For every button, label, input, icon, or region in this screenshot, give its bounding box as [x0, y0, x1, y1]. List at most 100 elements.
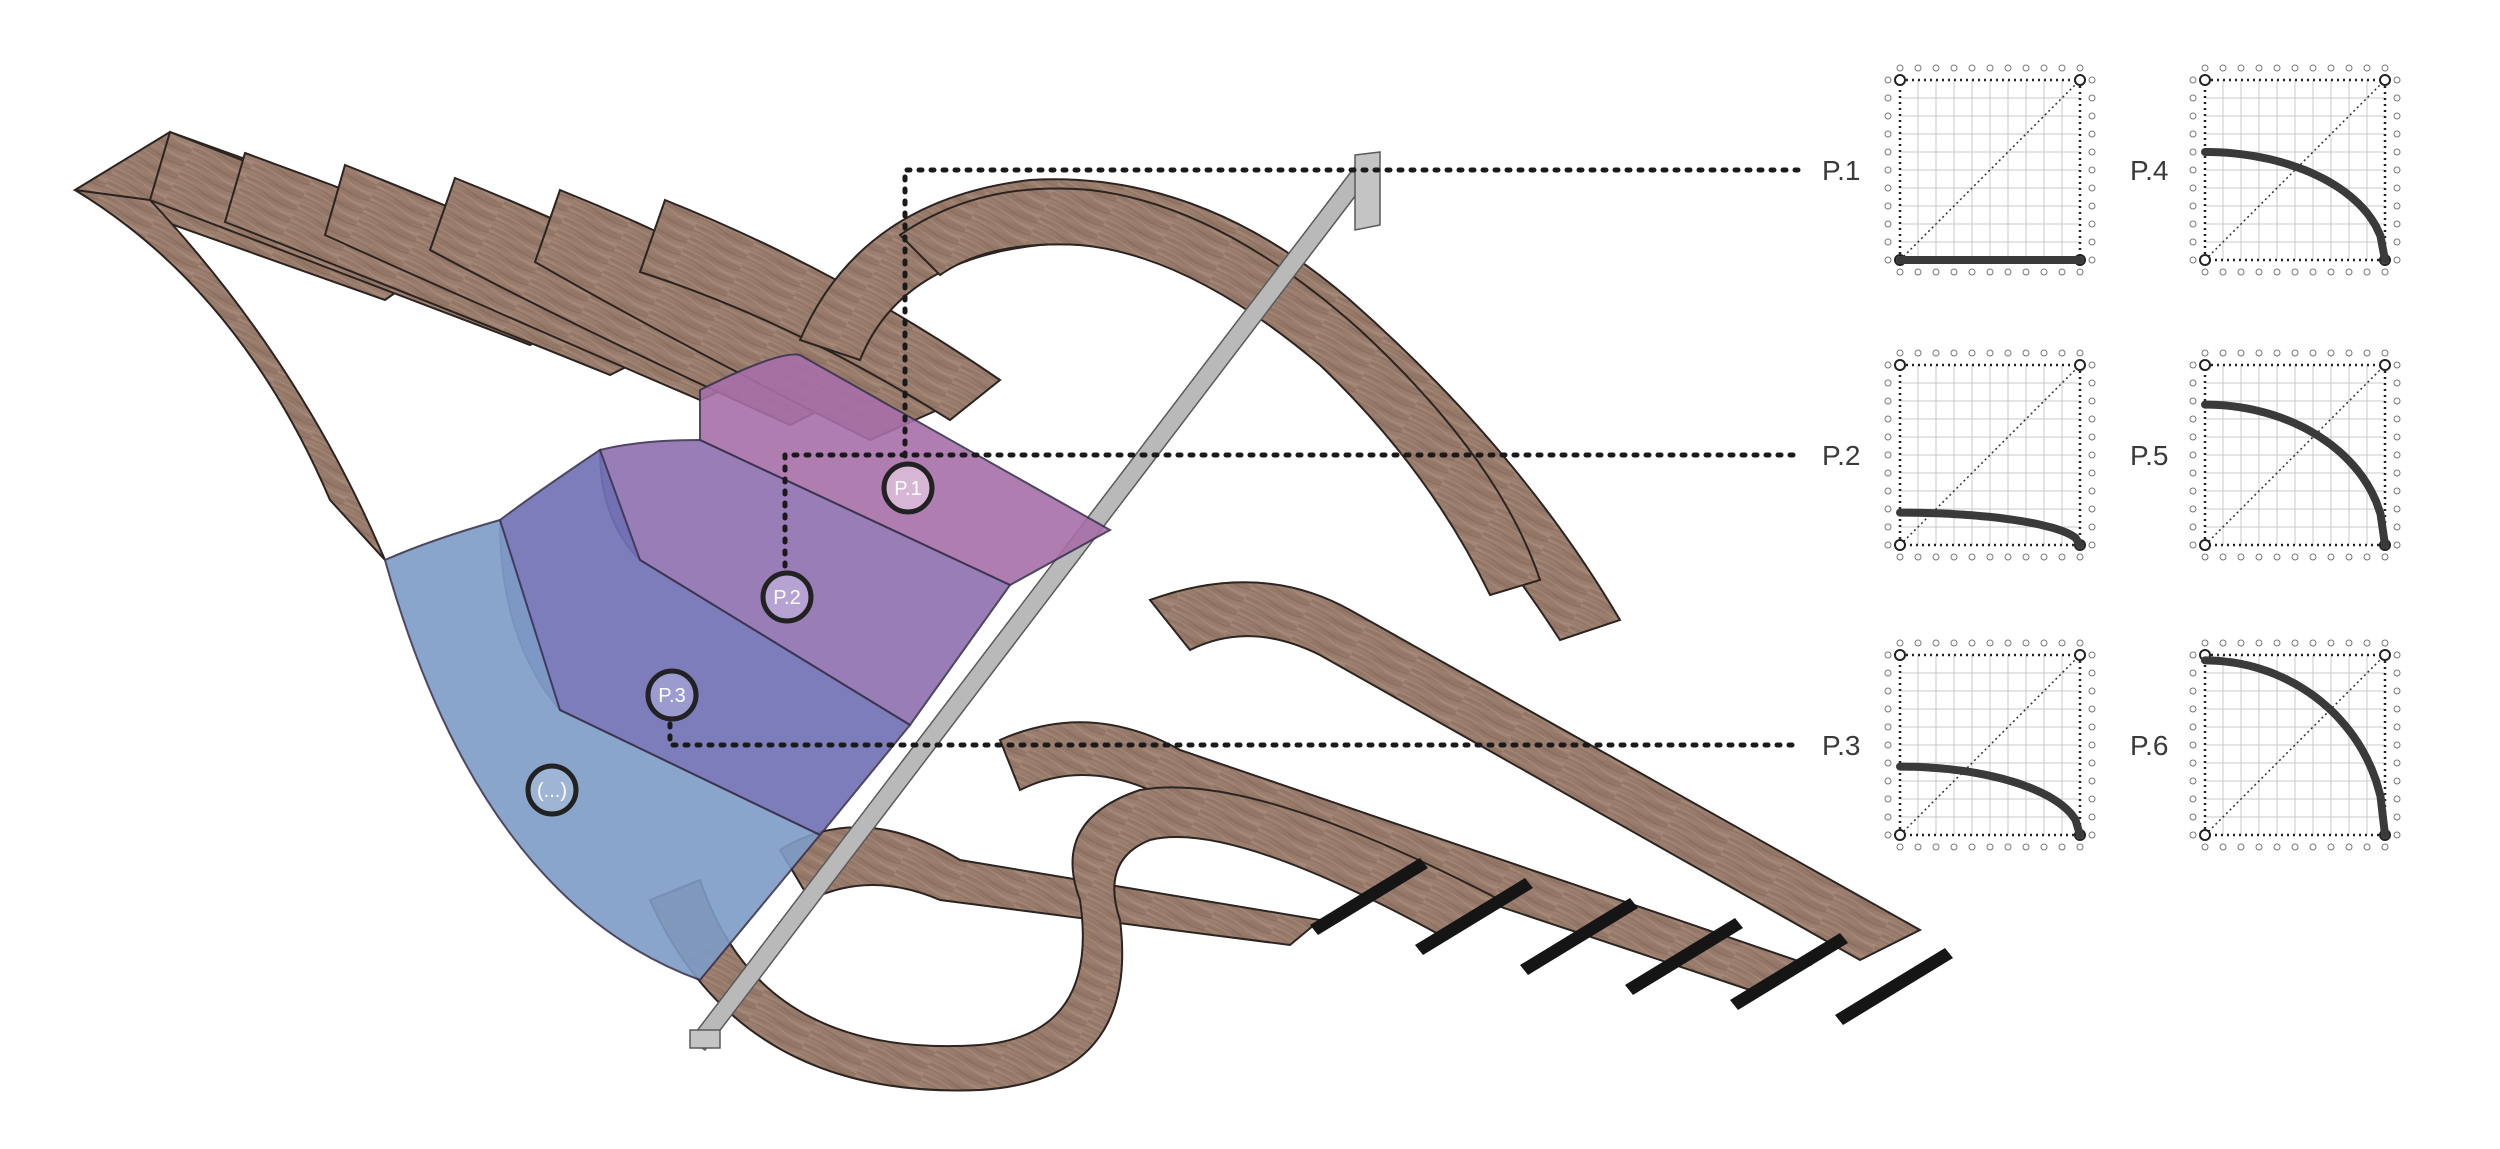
handle-circle — [1884, 741, 1892, 749]
handle-circle — [2088, 361, 2096, 369]
handle-circle — [2004, 639, 2012, 647]
handle-circle — [1884, 166, 1892, 174]
handle-circle — [2189, 415, 2197, 423]
handle-circle — [2393, 202, 2401, 210]
handle-circle — [1914, 843, 1922, 851]
handle-circle — [2004, 843, 2012, 851]
handle-circle — [2393, 220, 2401, 228]
handle-circle — [2189, 505, 2197, 513]
handle-circle — [2309, 268, 2317, 276]
handle-circle — [2088, 202, 2096, 210]
handle-circle — [2393, 76, 2401, 84]
corner-anchor — [2379, 359, 2391, 371]
handle-circle — [2004, 553, 2012, 561]
handle-circle — [2201, 843, 2209, 851]
leader-line-p1 — [902, 167, 1803, 483]
handle-circle — [2058, 553, 2066, 561]
handle-circle — [2076, 843, 2084, 851]
handle-circle — [2219, 639, 2227, 647]
handle-circle — [2345, 553, 2353, 561]
handle-circle — [2088, 759, 2096, 767]
graph-p6 — [2189, 639, 2401, 851]
handle-circle — [2088, 687, 2096, 695]
handle-circle — [1884, 361, 1892, 369]
handle-circle — [2189, 831, 2197, 839]
handle-circle — [2309, 639, 2317, 647]
handle-circle — [2088, 130, 2096, 138]
handle-circle — [1884, 651, 1892, 659]
handle-circle — [1884, 76, 1892, 84]
handle-circle — [2327, 268, 2335, 276]
handle-circle — [1932, 553, 1940, 561]
handle-circle — [2088, 148, 2096, 156]
graph-p4 — [2189, 64, 2401, 276]
handle-circle — [2393, 777, 2401, 785]
handle-circle — [2022, 64, 2030, 72]
handle-circle — [2291, 349, 2299, 357]
handle-circle — [1986, 843, 1994, 851]
handle-circle — [2393, 256, 2401, 264]
graph-frame — [2203, 363, 2387, 547]
handle-circle — [1914, 64, 1922, 72]
corner-anchor — [2074, 649, 2086, 661]
handle-circle — [2189, 687, 2197, 695]
handle-circle — [1914, 268, 1922, 276]
handle-circle — [2255, 843, 2263, 851]
handle-circle — [2088, 397, 2096, 405]
handle-circle — [1884, 202, 1892, 210]
handle-circle — [1986, 349, 1994, 357]
handle-circle — [2381, 843, 2389, 851]
handle-circle — [1950, 639, 1958, 647]
handle-circle — [1884, 379, 1892, 387]
handle-circle — [1950, 268, 1958, 276]
handle-circle — [2363, 553, 2371, 561]
handle-circle — [2088, 831, 2096, 839]
graph-frame — [1898, 653, 2082, 837]
profile-curve — [2201, 148, 2389, 264]
handle-circle — [2393, 541, 2401, 549]
handle-circle — [1986, 553, 1994, 561]
handle-circle — [1884, 687, 1892, 695]
handle-circle — [2040, 268, 2048, 276]
graph-frame — [2203, 78, 2387, 262]
handle-circle — [2219, 553, 2227, 561]
handle-circle — [2058, 843, 2066, 851]
handle-circle — [2393, 112, 2401, 120]
handle-circle — [2363, 268, 2371, 276]
badge-p2-text: P.2 — [773, 587, 800, 609]
handle-circle — [1914, 349, 1922, 357]
graph-p2 — [1884, 349, 2096, 561]
handle-circle — [2189, 651, 2197, 659]
handle-circle — [2189, 112, 2197, 120]
handle-circle — [2237, 349, 2245, 357]
handle-circle — [2076, 639, 2084, 647]
handle-circle — [1986, 639, 1994, 647]
handle-circle — [2088, 777, 2096, 785]
handle-circle — [2255, 349, 2263, 357]
graph-p3 — [1884, 639, 2096, 851]
handle-circle — [2088, 256, 2096, 264]
badge-p3: P.3 — [645, 668, 699, 722]
handle-circle — [2381, 639, 2389, 647]
graph-label-p6: P.6 — [2130, 730, 2168, 761]
graph-frame — [2203, 653, 2387, 837]
handle-circle — [1884, 759, 1892, 767]
handle-circle — [2088, 415, 2096, 423]
handle-circle — [2189, 148, 2197, 156]
handle-circle — [2291, 64, 2299, 72]
bench-body — [72, 130, 1953, 1092]
handle-circle — [1896, 64, 1904, 72]
badge-etc-text: (...) — [537, 780, 567, 802]
handle-circle — [2219, 843, 2227, 851]
handle-circle — [2058, 349, 2066, 357]
handle-circle — [2088, 94, 2096, 102]
corner-anchor — [2074, 359, 2086, 371]
handle-circle — [2189, 166, 2197, 174]
handle-circle — [2393, 723, 2401, 731]
handle-circle — [1968, 639, 1976, 647]
handle-circle — [2309, 64, 2317, 72]
handle-circle — [2088, 166, 2096, 174]
handle-circle — [2327, 349, 2335, 357]
badge-p1: P.1 — [881, 461, 935, 515]
handle-circle — [2393, 469, 2401, 477]
